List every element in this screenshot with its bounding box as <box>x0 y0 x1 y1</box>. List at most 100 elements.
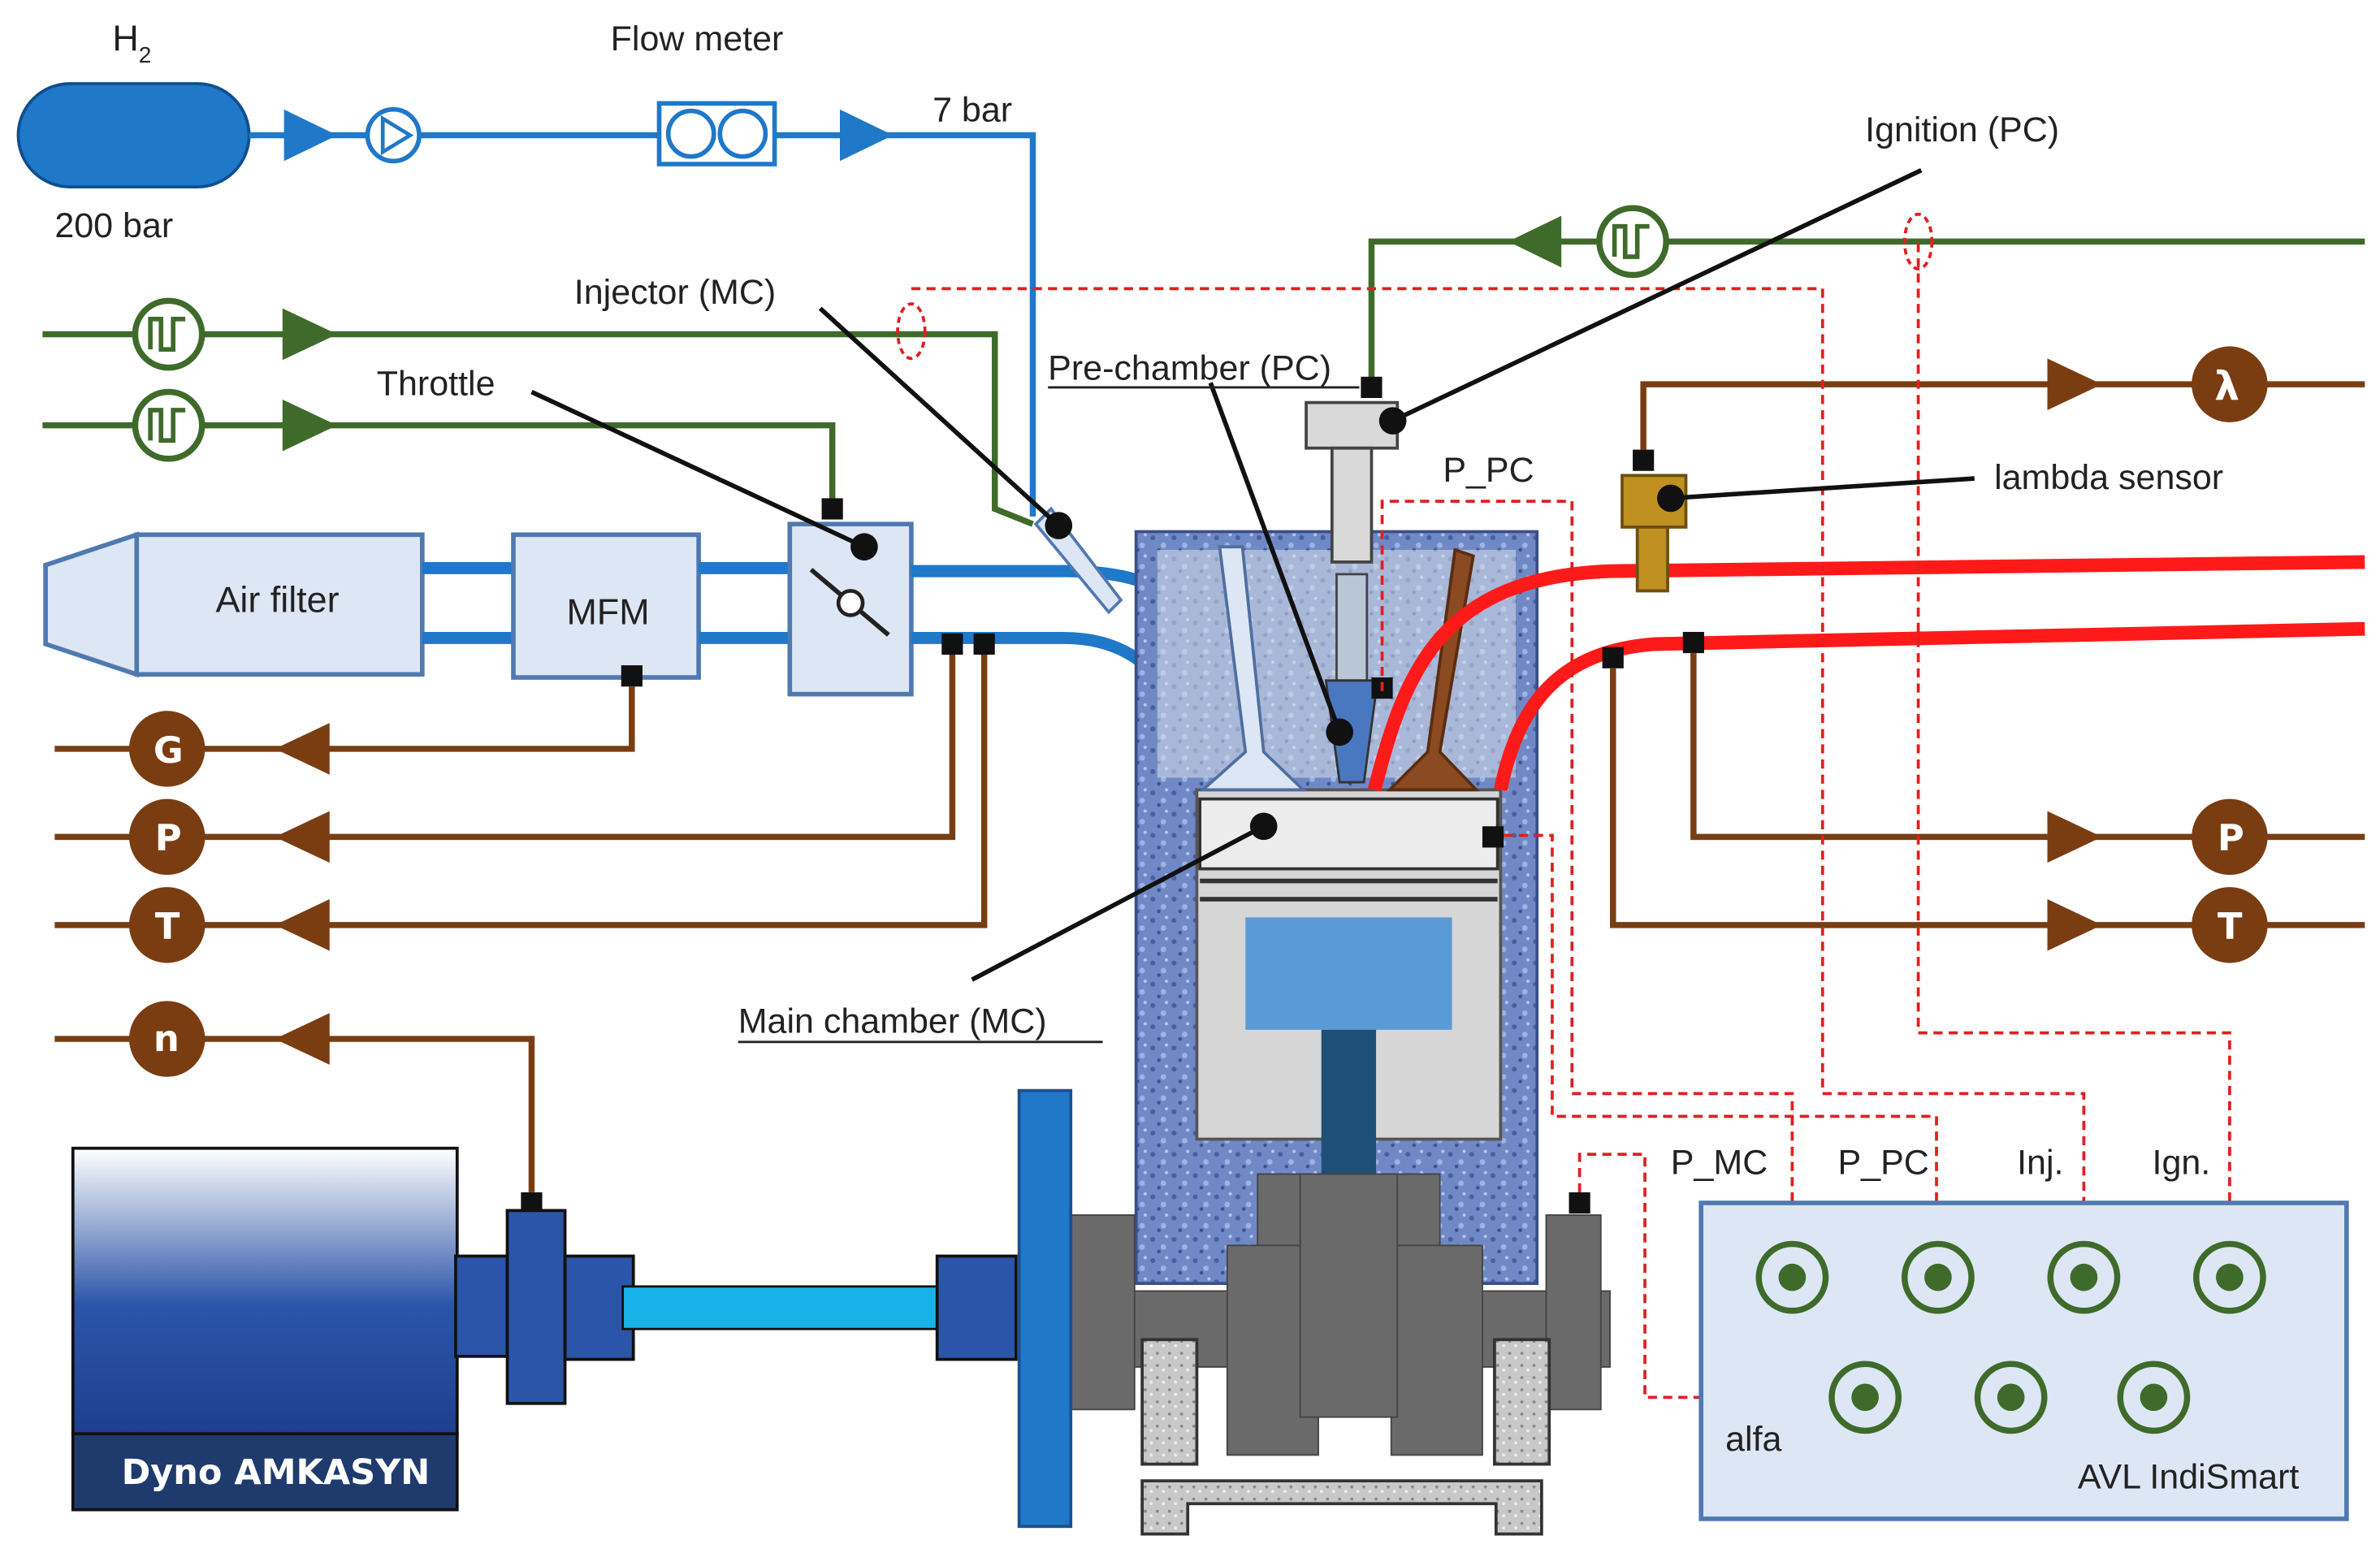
sensor-tap <box>941 633 963 655</box>
exhaust-measurements: P T <box>1610 653 2365 963</box>
lambda-signal-line <box>1640 381 2365 450</box>
throttle-leader <box>530 389 866 549</box>
avl-connector-group <box>1755 1240 2266 1434</box>
flow-meter-box <box>656 101 777 167</box>
p-pc-sensor-label: P_PC <box>1443 451 1534 490</box>
labels: Ignition (PC) Injector (MC) Pre-chamber … <box>377 110 2223 1044</box>
callout-dot <box>1045 512 1073 539</box>
measure-arrow <box>2047 899 2102 951</box>
g-signal-label: G <box>154 729 184 772</box>
avl-indismart: AVL IndiSmart P_MC P_PC Inj. Ign. alfa <box>1671 1143 2349 1521</box>
hydrogen-line <box>249 132 1036 517</box>
crank-counterweight <box>1299 1173 1399 1418</box>
air-filter-label: Air filter <box>216 579 340 621</box>
pulse-signal-icon <box>132 297 206 371</box>
injector-leader <box>818 306 1061 528</box>
exhaust-valve <box>1386 547 1480 792</box>
drive-shaft <box>621 1285 950 1330</box>
sensor-tap <box>1633 449 1655 471</box>
callout-dot <box>1249 812 1278 841</box>
injector-indicating-line <box>911 287 2086 1253</box>
p-signal-line <box>54 655 956 841</box>
bearing-cap <box>1493 1338 1551 1466</box>
intake-measurements: G P T n <box>54 655 988 1192</box>
prechamber-leader <box>1208 382 1342 733</box>
avl-connector[interactable] <box>2117 1361 2191 1434</box>
sensor-tap <box>1361 376 1383 399</box>
callout-dots <box>850 407 1685 841</box>
control-arrow <box>1508 215 1562 268</box>
callout-dot <box>1378 407 1407 435</box>
sensor-tap <box>1482 826 1504 848</box>
main-bearing <box>1070 1214 1136 1411</box>
measure-arrow <box>275 899 330 951</box>
dyno-nameplate <box>71 1432 459 1512</box>
callout-dot <box>850 533 878 561</box>
pump-icon <box>365 106 422 164</box>
g-signal-icon <box>128 711 206 787</box>
main-bearing <box>1545 1214 1602 1411</box>
air-filter-inlet <box>43 531 140 678</box>
callouts <box>530 167 1975 982</box>
crank-counterweight <box>1390 1244 1483 1456</box>
lambda-sensor: λ <box>1621 346 2365 593</box>
pulse-glyph <box>1612 223 1650 259</box>
flow-meter-rotor-icon <box>665 108 716 159</box>
intake-valve <box>1198 545 1307 792</box>
sensor-tap <box>1602 647 1624 668</box>
avl-channel-ign: Ign. <box>2153 1143 2211 1182</box>
p-pc-indicating-line <box>1380 500 1794 1253</box>
ignition-label: Ignition (PC) <box>1865 110 2059 149</box>
pulse-signal-icon <box>1596 205 1669 279</box>
piston-pin-box <box>1245 917 1452 1030</box>
ignition-control-line <box>1368 238 2365 380</box>
exhaust-p-line <box>1690 653 2365 841</box>
avl-connector[interactable] <box>1902 1240 1975 1314</box>
injector-label: Injector (MC) <box>574 273 776 312</box>
flywheel <box>1017 1088 1073 1529</box>
avl-channel-p-mc: P_MC <box>1671 1143 1768 1182</box>
connector-pin <box>2216 1263 2244 1291</box>
flow-meter-rotor-icon <box>717 108 768 159</box>
t-signal-icon <box>128 887 206 963</box>
measure-arrow <box>275 723 330 775</box>
control-arrow <box>282 308 338 361</box>
lambda-signal-icon <box>2192 346 2268 422</box>
exhaust-runner <box>1494 621 2365 792</box>
avl-connector[interactable] <box>1755 1240 1829 1314</box>
current-clamp-icon <box>896 302 927 361</box>
avl-title: AVL IndiSmart <box>2078 1458 2299 1497</box>
main-chamber-leader <box>971 824 1265 982</box>
g-signal-line <box>54 686 635 752</box>
flow-arrow <box>840 109 894 162</box>
connecting-rod <box>1321 1029 1377 1174</box>
sensor-tap <box>1569 1192 1590 1214</box>
avl-connector[interactable] <box>1974 1361 2048 1434</box>
prechamber-body <box>1335 573 1369 682</box>
avl-connector[interactable] <box>2047 1240 2121 1314</box>
engine <box>1033 400 2365 1536</box>
connector-pin <box>2070 1263 2098 1291</box>
dyno-body <box>71 1146 459 1436</box>
measure-arrow <box>2047 811 2102 863</box>
pulse-glyph <box>148 316 186 352</box>
control-lines <box>42 205 2365 527</box>
air-filter-box <box>134 532 425 677</box>
mfm-box <box>511 532 701 680</box>
avl-connector[interactable] <box>1828 1361 1902 1434</box>
exhaust-p-icon <box>2192 798 2268 876</box>
sensor-tap <box>1682 631 1704 654</box>
sensor-tap <box>821 498 843 520</box>
avl-connector[interactable] <box>2193 1240 2266 1314</box>
h2-tank <box>16 82 251 188</box>
pump-arrow-icon <box>380 115 414 156</box>
pulse-signal-icon <box>132 388 206 462</box>
pulse-glyph <box>148 408 186 443</box>
exhaust-runner <box>1368 555 2365 792</box>
bearing-cap <box>1140 1338 1199 1466</box>
ignition-indicating-line <box>1916 243 2231 1253</box>
dyno-flange <box>454 1254 509 1358</box>
avl-channel-alfa: alfa <box>1725 1420 1781 1459</box>
prechamber-label: Pre-chamber (PC) <box>1048 349 1331 388</box>
lambda-sensor-label: lambda sensor <box>1994 458 2223 497</box>
